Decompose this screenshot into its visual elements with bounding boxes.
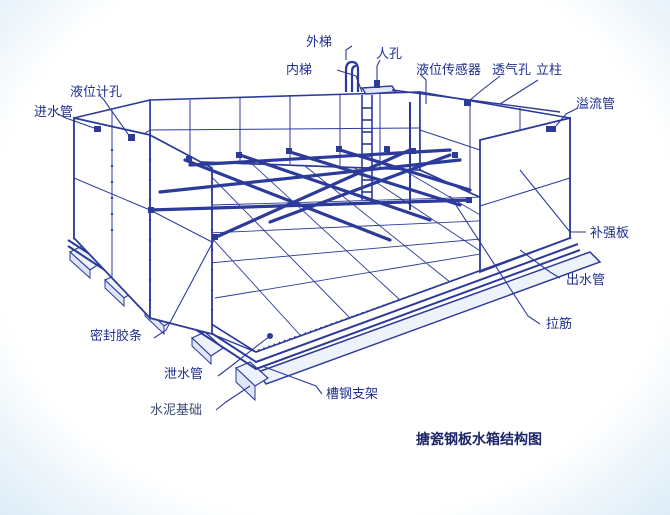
label-cement-foundation: 水泥基础 (150, 403, 202, 418)
inner-ladder (361, 95, 373, 200)
label-reinforcing-plate: 补强板 (590, 226, 629, 241)
label-vent-hole: 透气孔 (492, 62, 531, 78)
label-sealing-strip: 密封胶条 (90, 328, 142, 344)
label-tie-rod: 拉筋 (546, 316, 572, 332)
outer-ladder (344, 60, 360, 92)
label-manhole: 人孔 (376, 47, 402, 62)
label-level-sensor: 液位传感器 (416, 62, 481, 78)
label-column: 立柱 (536, 63, 562, 78)
label-inner-ladder: 内梯 (286, 62, 312, 78)
tie-rod-brackets (148, 146, 472, 240)
label-overflow-pipe: 溢流管 (576, 97, 615, 112)
label-inlet-pipe: 进水管 (34, 105, 73, 120)
manhole (360, 80, 398, 95)
diagram-caption: 搪瓷钢板水箱结构图 (416, 431, 542, 448)
front-right-panel (479, 116, 571, 274)
bottom-edge-bolts (211, 237, 571, 353)
label-channel-steel-support: 槽钢支架 (326, 387, 378, 402)
label-outer-ladder: 外梯 (306, 35, 332, 50)
label-outlet-pipe: 出水管 (566, 273, 605, 288)
labels: 外梯 人孔 内梯 液位传感器 透气孔 立柱 液位计孔 进水管 溢流管 补强板 出… (34, 35, 629, 448)
label-drain-pipe: 泄水管 (164, 367, 203, 382)
leader-lines (57, 45, 586, 411)
label-level-meter-hole: 液位计孔 (70, 85, 122, 100)
